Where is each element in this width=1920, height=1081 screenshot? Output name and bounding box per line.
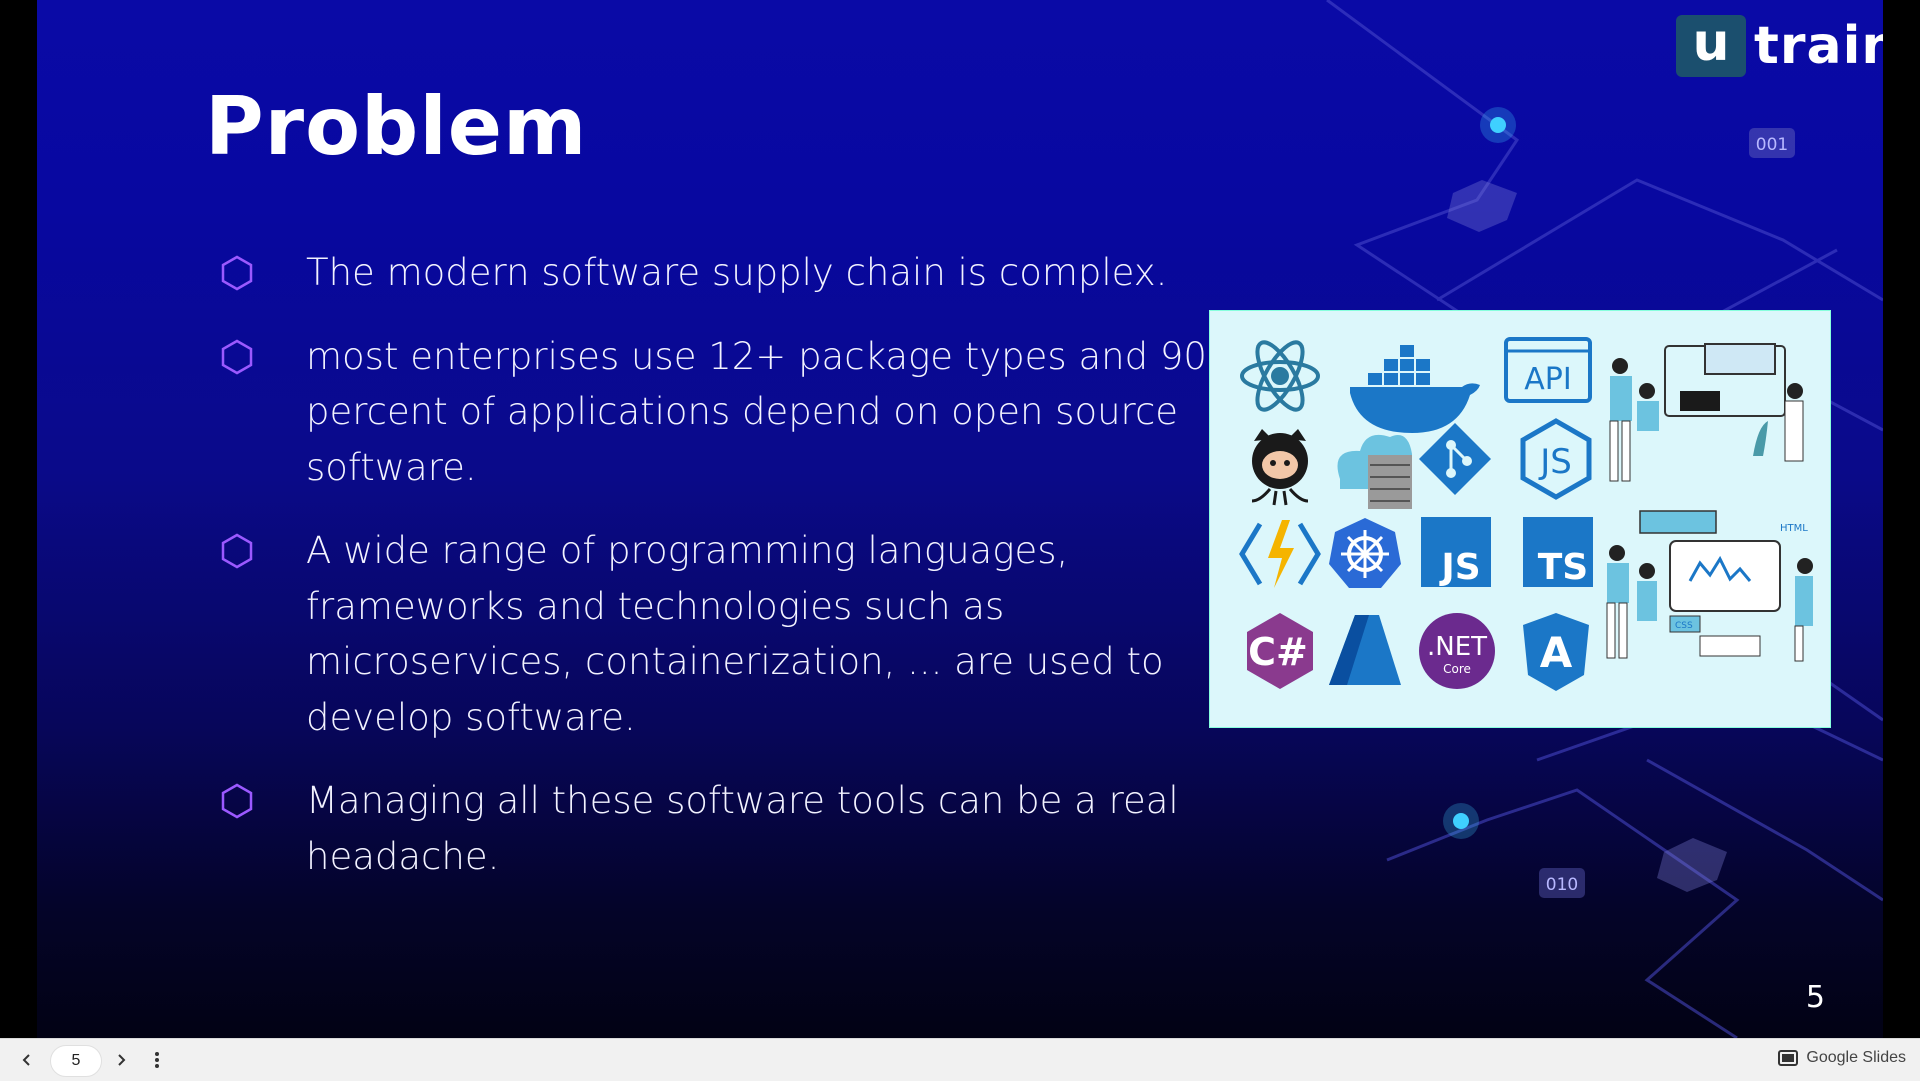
svg-text:CSS: CSS xyxy=(1675,621,1693,631)
slide-number-input[interactable]: 5 xyxy=(50,1045,102,1077)
deco-label-001: 001 xyxy=(1756,135,1788,155)
logo-mark: u xyxy=(1676,15,1746,77)
google-slides-label: Google Slides xyxy=(1806,1049,1906,1066)
previous-slide-button[interactable] xyxy=(10,1043,44,1077)
bullet-item: most enterprises use 12+ package types a… xyxy=(221,329,1231,496)
api-icon: API xyxy=(1504,337,1592,403)
svg-text:JS: JS xyxy=(1538,442,1572,482)
tech-logos-image: API xyxy=(1209,310,1831,728)
bullet-text: Managing all these software tools can be… xyxy=(306,779,1179,878)
slide-title: Problem xyxy=(205,80,588,173)
dotnet-core-icon: .NET Core xyxy=(1419,613,1495,689)
hexagon-shape xyxy=(1447,180,1517,232)
bullet-item: Managing all these software tools can be… xyxy=(221,773,1231,884)
hexagon-bullet-icon xyxy=(221,339,253,374)
slides-icon xyxy=(1778,1050,1799,1066)
hexagon-bullet-icon xyxy=(221,533,253,569)
hexagon-bullet-icon xyxy=(221,255,253,291)
typescript-icon: TS xyxy=(1523,517,1593,588)
csharp-icon: C# xyxy=(1247,613,1313,689)
tech-logos-collage: API xyxy=(1239,337,1813,691)
docker-icon xyxy=(1350,345,1480,433)
javascript-icon: JS xyxy=(1421,517,1491,588)
glow-dot xyxy=(1453,813,1469,829)
chevron-right-icon xyxy=(118,1054,126,1066)
hexagon-shape xyxy=(1657,838,1727,892)
react-icon xyxy=(1240,340,1320,412)
svg-text:C#: C# xyxy=(1248,630,1308,674)
next-slide-button[interactable] xyxy=(104,1043,138,1077)
svg-text:Core: Core xyxy=(1443,662,1471,676)
bullet-list: The modern software supply chain is comp… xyxy=(221,245,1231,912)
cloud-storage-icon xyxy=(1337,434,1412,509)
google-slides-link[interactable]: Google Slides xyxy=(1778,1049,1906,1067)
more-options-button[interactable] xyxy=(140,1043,174,1077)
bullet-item: A wide range of programming languages, f… xyxy=(221,523,1231,745)
azure-icon xyxy=(1329,615,1401,685)
github-icon xyxy=(1251,429,1309,506)
svg-text:API: API xyxy=(1524,362,1571,397)
dashboard-illustration-icon: HTML CSS xyxy=(1606,510,1813,662)
nodejs-icon: JS xyxy=(1520,418,1592,500)
glow-dot xyxy=(1443,803,1479,839)
bullet-text: The modern software supply chain is comp… xyxy=(306,251,1168,294)
bullet-text: A wide range of programming languages, f… xyxy=(306,529,1164,739)
logo-wordmark: train xyxy=(1754,16,1883,76)
slide-page-number: 5 xyxy=(1805,980,1825,1015)
svg-text:.NET: .NET xyxy=(1427,632,1487,662)
hexagon-bullet-icon xyxy=(221,783,253,819)
more-vertical-icon xyxy=(155,1052,159,1068)
git-icon xyxy=(1419,423,1491,495)
glow-dot xyxy=(1480,107,1516,143)
glow-dot xyxy=(1490,117,1506,133)
slides-toolbar: 5 Google Slides xyxy=(0,1038,1920,1081)
kubernetes-icon xyxy=(1329,518,1401,588)
deco-label-010: 010 xyxy=(1546,875,1578,895)
presentation-stage: 001 010 u train Problem The modern softw… xyxy=(37,0,1883,1038)
bullet-text: most enterprises use 12+ package types a… xyxy=(306,334,1207,489)
angular-icon: A xyxy=(1523,613,1589,691)
team-illustration-icon xyxy=(1609,343,1804,482)
svg-text:TS: TS xyxy=(1538,547,1588,588)
azure-functions-icon xyxy=(1239,520,1321,588)
slide: 001 010 u train Problem The modern softw… xyxy=(37,0,1883,1038)
svg-text:JS: JS xyxy=(1438,547,1480,588)
utrain-logo: u train xyxy=(1676,15,1883,77)
svg-text:HTML: HTML xyxy=(1780,523,1808,534)
bullet-item: The modern software supply chain is comp… xyxy=(221,245,1231,301)
chevron-left-icon xyxy=(22,1054,30,1066)
svg-text:A: A xyxy=(1540,628,1573,677)
